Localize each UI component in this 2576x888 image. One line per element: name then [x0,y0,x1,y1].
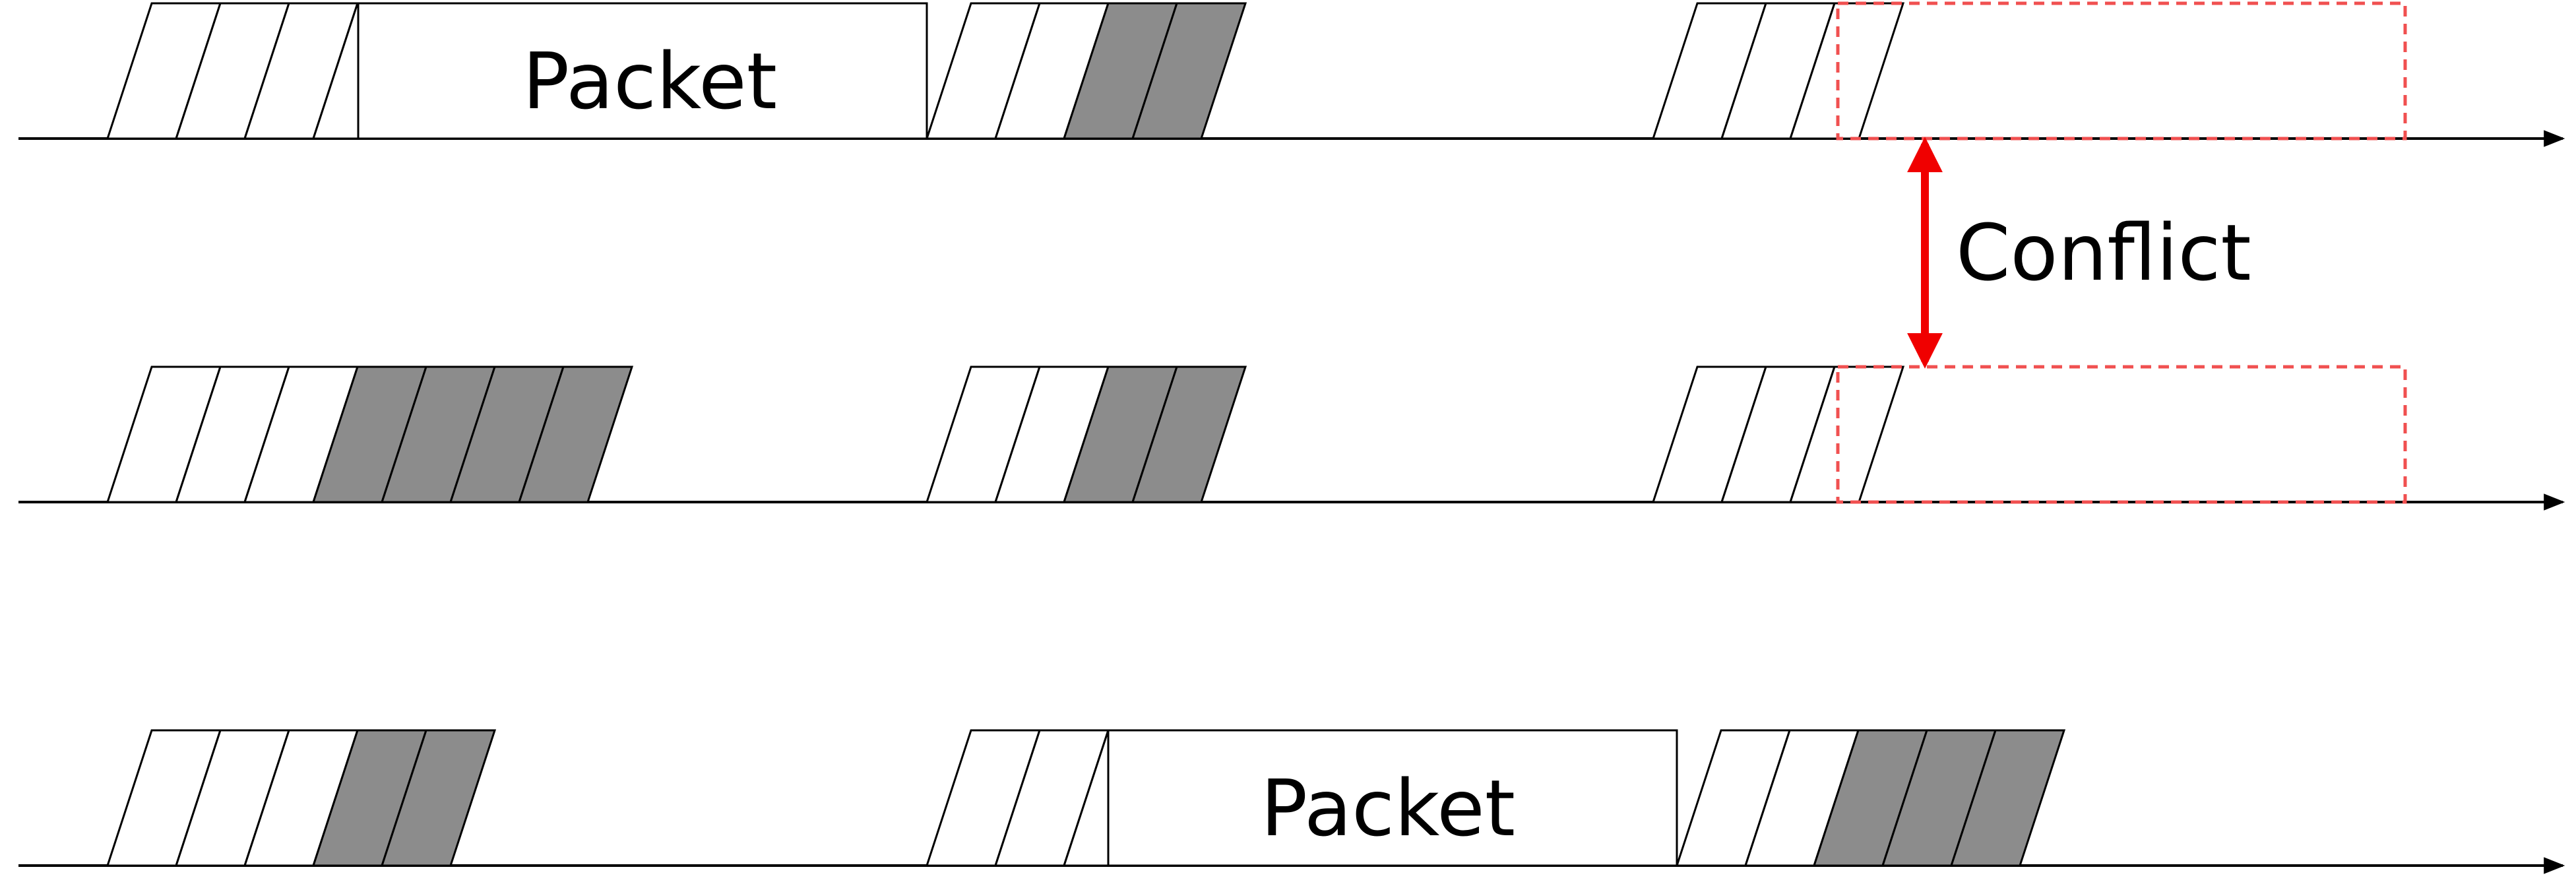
conflict-box-row-2 [1836,365,2407,504]
row-1-slot-groups [106,2,1905,140]
backoff-slot-filled [517,365,634,503]
packet-label-row-3: Packet [1261,763,1515,854]
row-2-backoff-group-3 [1651,365,1905,503]
backoff-slot-filled [380,729,497,867]
row-3-backoff-group-1 [106,729,497,867]
backoff-slot-filled [1131,2,1247,140]
conflict-label: Conflict [1956,207,2251,298]
row-3-slot-groups [106,729,2066,867]
timeline-row-2 [18,365,2565,511]
backoff-slot-filled [1949,729,2066,867]
conflict-indicator: Conflict [1907,137,2251,369]
timeline-row-1: Packet [18,1,2565,147]
row-3-backoff-group-3 [1675,729,2066,867]
timeline-row-3: Packet [18,729,2565,874]
backoff-slot-filled [1131,365,1247,503]
row-1-backoff-group-1 [106,2,428,140]
row-2-backoff-group-1 [106,365,634,503]
row-2-backoff-group-2 [925,365,1247,503]
backoff-slot-empty [1788,365,1905,503]
packet-box-row-1 [357,2,928,140]
packet-label-row-1: Packet [522,36,777,127]
row-1-backoff-group-3 [1651,2,1905,140]
backoff-slot-empty [1788,2,1905,140]
conflict-box-row-1 [1836,1,2407,141]
packet-box-row-3 [1107,729,1678,867]
row-1-backoff-group-2 [925,2,1247,140]
row-2-slot-groups [106,365,1905,503]
